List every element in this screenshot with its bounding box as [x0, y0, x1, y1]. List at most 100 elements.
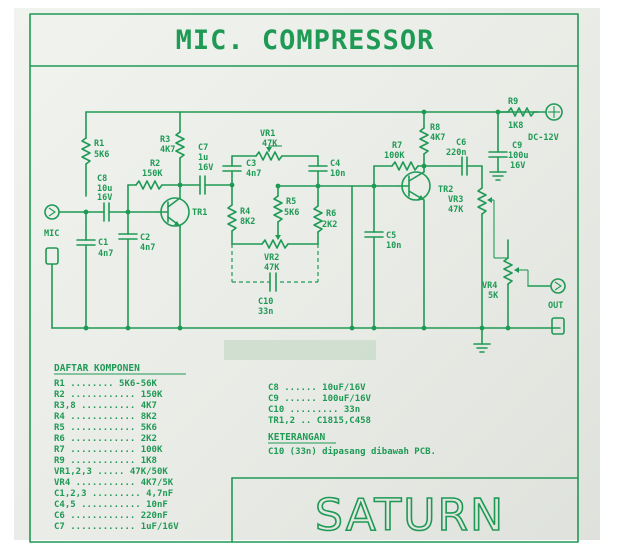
tr2-transistor: TR2 — [397, 171, 453, 329]
parts-left-row: C7 ............ 1uF/16V — [54, 522, 179, 532]
parts-left-row: R1 ........ 5K6-56K — [54, 379, 158, 389]
r3-value: 4K7 — [160, 145, 175, 155]
c5-label: C5 — [386, 231, 396, 241]
parts-right-row: C8 ...... 10uF/16V — [268, 383, 366, 393]
c3-label: C3 — [246, 159, 256, 169]
c3-capacitor: C3 4n7 — [222, 155, 261, 206]
note-header: KETERANGAN — [268, 432, 325, 443]
vr4-label: VR4 — [482, 281, 497, 291]
parts-left-row: R5 ............ 5K6 — [54, 423, 157, 433]
parts-left-row: C1,2,3 ......... 4,7nF — [54, 489, 173, 499]
c1-label: C1 — [98, 238, 108, 248]
c7-label: C7 — [198, 143, 208, 153]
parts-right-row: TR1,2 .. C1815,C458 — [268, 416, 371, 426]
page-title: MIC. COMPRESSOR — [176, 25, 435, 56]
c9-capacitor: C9 100u 16V — [488, 111, 528, 181]
vr2-potentiometer: VR2 47K — [231, 235, 319, 273]
r9-label: R9 — [508, 97, 518, 107]
r1-resistor: R1 5K6 — [81, 111, 109, 197]
r6-value: 2K2 — [322, 220, 337, 230]
vr2-value: 47K — [264, 263, 280, 273]
c8-voltage: 16V — [97, 193, 112, 203]
parts-left-row: R3,8 .......... 4K7 — [54, 401, 157, 411]
parts-left-row: VR1,2,3 ..... 47K/50K — [54, 467, 168, 477]
watermark-block — [224, 340, 376, 360]
c4-label: C4 — [330, 159, 340, 169]
r9-value: 1K8 — [508, 121, 523, 131]
c9-voltage: 16V — [510, 161, 525, 171]
output-jack: OUT — [527, 278, 566, 335]
vr3-label: VR3 — [448, 195, 463, 205]
r6-label: R6 — [326, 209, 336, 219]
ground-symbol — [473, 327, 491, 353]
schematic-sheet — [14, 8, 600, 540]
c7-value: 1u — [198, 153, 208, 163]
r8-resistor: R8 4K7 — [419, 111, 445, 173]
c1-value: 4n7 — [98, 249, 113, 259]
r4-label: R4 — [240, 207, 250, 217]
parts-right-row: C10 ......... 33n — [268, 405, 360, 415]
c4-value: 10n — [330, 169, 345, 179]
r2-label: R2 — [150, 159, 160, 169]
mic-input-jack: MIC — [44, 204, 87, 329]
vr4-potentiometer: VR4 5K — [482, 239, 529, 329]
parts-left-row: C6 ............ 220nF — [54, 511, 168, 521]
vr4-value: 5K — [488, 291, 499, 301]
vr3-potentiometer: VR3 47K — [448, 187, 508, 329]
out-label: OUT — [548, 301, 563, 311]
vr2-label: VR2 — [264, 253, 279, 263]
r8-label: R8 — [430, 123, 440, 133]
c3-value: 4n7 — [246, 169, 261, 179]
c10-value: 33n — [258, 307, 273, 317]
parts-left-row: R2 ............ 150K — [54, 390, 163, 400]
c9-label: C9 — [512, 141, 522, 151]
r3-label: R3 — [160, 135, 170, 145]
r4-resistor: R4 8K2 — [227, 204, 255, 245]
dc-supply-terminal: DC-12V — [528, 103, 563, 143]
c5-capacitor: C5 10n — [364, 165, 401, 329]
c9-value: 100u — [508, 151, 528, 161]
dc-label: DC-12V — [528, 133, 559, 143]
parts-left-row: R4 ............ 8K2 — [54, 412, 157, 422]
parts-list-header: DAFTAR KOMPONEN — [54, 363, 140, 374]
vr1-label: VR1 — [260, 129, 275, 139]
brand-logo: SATURN — [315, 490, 505, 541]
r7-label: R7 — [392, 141, 402, 151]
r2-value: 150K — [142, 169, 163, 179]
c10-capacitor: C10 33n — [231, 244, 319, 317]
note-text: C10 (33n) dipasang dibawah PCB. — [268, 446, 436, 457]
r8-value: 4K7 — [430, 133, 445, 143]
r6-resistor: R6 2K2 — [313, 199, 337, 245]
parts-left-row: R7 ............ 100K — [54, 445, 163, 455]
r7-value: 100K — [384, 151, 405, 161]
parts-right-row: C9 ...... 100uF/16V — [268, 394, 372, 404]
c8-label: C8 — [97, 174, 107, 184]
tr1-label: TR1 — [192, 208, 207, 218]
c2-capacitor: C2 4n7 — [118, 211, 155, 329]
c6-value: 220n — [446, 148, 466, 158]
c10-label: C10 — [258, 297, 273, 307]
r5-value: 5K6 — [284, 208, 299, 218]
c7-capacitor: C7 1u 16V — [179, 143, 233, 195]
mic-label: MIC — [44, 229, 59, 239]
c6-capacitor: C6 220n — [423, 138, 483, 189]
r4-value: 8K2 — [240, 217, 255, 227]
r2-resistor: R2 150K — [127, 159, 181, 213]
c1-capacitor: C1 4n7 — [76, 211, 113, 329]
vr1-value: 47K — [262, 139, 278, 149]
outer-frame — [29, 13, 579, 543]
brand-box: SATURN — [231, 477, 579, 543]
parts-left-row: C4,5 ........... 10nF — [54, 500, 168, 510]
c4-capacitor: C4 10n — [308, 155, 345, 201]
parts-left-row: R6 ............ 2K2 — [54, 434, 157, 444]
vr1-potentiometer: VR1 47K — [231, 129, 319, 161]
r9-resistor: R9 1K8 — [497, 97, 547, 131]
r7-resistor: R7 100K — [373, 141, 425, 171]
r5-label: R5 — [286, 197, 296, 207]
c8-value: 10u — [97, 184, 112, 194]
c2-label: C2 — [140, 233, 150, 243]
c5-value: 10n — [386, 241, 401, 251]
